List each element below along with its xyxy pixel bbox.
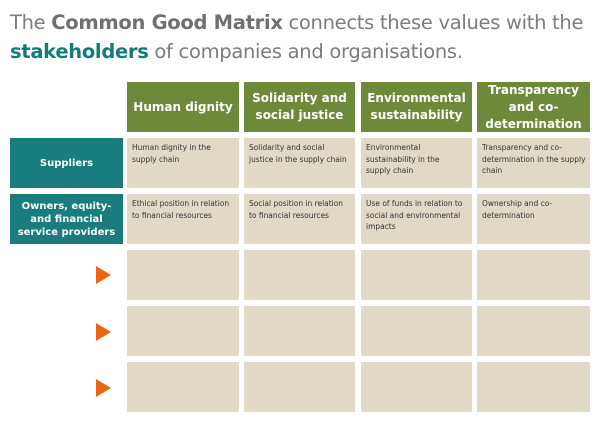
empty-cell	[244, 250, 355, 300]
empty-cell	[244, 362, 355, 412]
matrix-cell: Solidarity and social justice in the sup…	[244, 138, 355, 188]
column-header-environmental: Environmental sustainability	[361, 82, 472, 132]
row-header-suppliers: Suppliers	[10, 138, 123, 188]
empty-cell	[361, 362, 472, 412]
orange-arrow-icon	[96, 323, 111, 341]
matrix-cell: Ethical position in relation to financia…	[127, 194, 239, 244]
orange-arrow-icon	[96, 266, 111, 284]
heading-matrix-term: Common Good Matrix	[51, 11, 283, 34]
matrix-cell: Social position in relation to financial…	[244, 194, 355, 244]
empty-cell	[477, 250, 590, 300]
matrix-cell: Ownership and co-determination	[477, 194, 590, 244]
empty-cell	[127, 362, 239, 412]
heading-text-1: The	[10, 11, 52, 34]
column-header-human-dignity: Human dignity	[127, 82, 239, 132]
empty-cell	[127, 306, 239, 356]
orange-arrow-icon	[96, 379, 111, 397]
empty-cell	[477, 306, 590, 356]
heading-text-3: of companies and organisations.	[148, 40, 463, 63]
empty-cell	[244, 306, 355, 356]
heading-text-2: connects these values with the	[282, 11, 584, 34]
matrix-cell: Environmental sustainability in the supp…	[361, 138, 472, 188]
heading: The Common Good Matrix connects these va…	[10, 8, 595, 66]
empty-cell	[127, 250, 239, 300]
empty-cell	[361, 250, 472, 300]
matrix-cell: Transparency and co-determination in the…	[477, 138, 590, 188]
heading-stakeholders-term: stakeholders	[10, 40, 149, 63]
row-header-owners: Owners, equity- and financial service pr…	[10, 194, 123, 244]
column-header-solidarity: Solidarity and social justice	[244, 82, 355, 132]
column-header-transparency: Transparency and co-determination	[477, 82, 590, 132]
empty-cell	[477, 362, 590, 412]
empty-cell	[361, 306, 472, 356]
matrix-cell: Human dignity in the supply chain	[127, 138, 239, 188]
matrix-cell: Use of funds in relation to social and e…	[361, 194, 472, 244]
